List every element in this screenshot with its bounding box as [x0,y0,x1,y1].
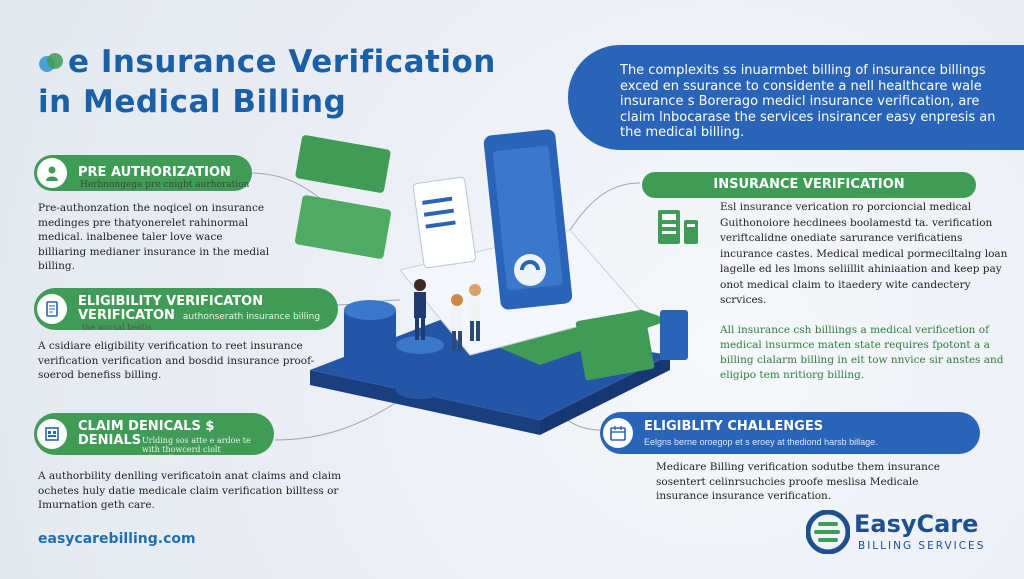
claim-denials-pill: CLAIM DENICALS $ DENIALS [34,413,274,455]
insurance-verification-body2: All insurance csh billiings a medical ve… [720,324,1004,381]
eligibility-verification-subtitle2: the worsal beatis [82,323,152,332]
calendar-icon [603,418,633,448]
title-line2: in Medical Billing [38,84,347,120]
pre-authorization-body: Pre-authonzation the noqicel on insuranc… [38,202,270,272]
insurance-verification-body: Esl insurance verication ro porcioncial … [720,201,1008,306]
eligibility-verification-pill: ELIGIBILITY VERIFICATON VERIFICATON auth… [34,288,338,330]
intro-banner: The complexits ss inuarmbet billing of i… [568,45,1024,150]
page-title: e Insurance Verification in Medical Bill… [38,42,496,122]
brand-name: EasyCare [854,510,979,538]
insurance-verification-title: INSURANCE VERIFICATION [713,177,905,192]
easycare-logo-icon [806,510,850,554]
eligibility-challenges-subtitle: Eelgns berne oroegop et s eroey at thedi… [644,436,878,447]
central-illustration [294,129,688,435]
eligibility-challenges-pill: ELIGIBLITY CHALLENGES Eelgns berne oroeg… [600,412,980,454]
eligibility-verification-body: A csidiare eligibility verification to r… [38,340,315,381]
eligibility-challenges-title: ELIGIBLITY CHALLENGES [644,418,824,434]
website-link[interactable]: easycarebilling.com [38,531,196,547]
insurance-verification-pill: INSURANCE VERIFICATION [642,172,976,198]
brand-subtitle: BILLING SERVICES [858,540,986,552]
intro-text: The complexits ss inuarmbet billing of i… [620,63,996,140]
claim-denials-body: A authorbility denlling verificatoin ana… [38,470,342,511]
claim-form-icon [37,419,67,449]
insurance-form-icon [656,208,712,253]
eligibility-verification-title2: VERIFICATON authonserath insurance billi… [78,308,321,323]
claim-denials-subtitle: Urlding sos atte e ardoe te with thowcer… [142,436,251,463]
pre-authorization-subtitle: Herbnongege pre cnigbt aurhoration [80,180,250,190]
title-line1: e Insurance Verification [68,44,496,80]
pre-authorization-title: PRE AUTHORIZATION [78,165,231,180]
document-icon [37,294,67,324]
logo-blob-icon [38,45,64,72]
eligibility-verification-subtitle: authonserath insurance billing [182,312,321,322]
claim-denials-title2: DENIALS [78,433,142,448]
claim-denials-title: CLAIM DENICALS $ [78,419,215,434]
brand-logo: EasyCare BILLING SERVICES [806,508,1006,558]
pre-authorization-pill: PRE AUTHORIZATION [34,155,252,191]
eligibility-verification-title: ELIGIBILITY VERIFICATON [78,294,264,309]
eligibility-challenges-body: Medicare Billing verification sodutbe th… [656,461,940,502]
doctor-icon [37,158,67,188]
